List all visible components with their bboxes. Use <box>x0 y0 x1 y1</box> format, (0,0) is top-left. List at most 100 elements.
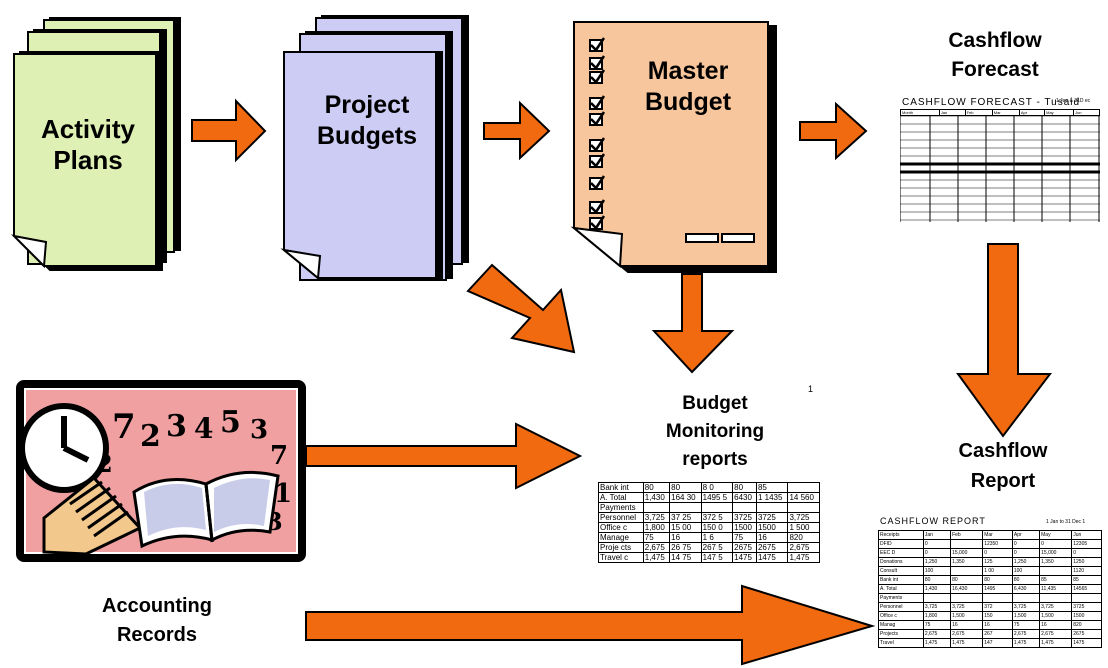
table-cell: 16 <box>950 620 984 630</box>
table-cell: 372 5 <box>700 512 734 523</box>
table-cell: Receipts <box>878 530 924 540</box>
table-cell: 3725 <box>1071 602 1102 612</box>
table-cell: 147 5 <box>700 552 734 563</box>
accounting-records-image: 7 2 3 4 5 3 7 1 3 2 <box>16 380 306 562</box>
forecast-header-cell: Mar <box>991 109 1020 116</box>
table-cell: 80 <box>950 575 984 585</box>
table-cell: 150 0 <box>700 522 734 533</box>
table-cell: Personnel <box>878 602 924 612</box>
table-cell: 820 <box>1071 620 1102 630</box>
table-cell: 1500 <box>732 522 757 533</box>
table-cell: 3,725 <box>642 512 671 523</box>
table-cell: Jan <box>922 530 952 540</box>
table-cell: 6430 <box>732 492 757 503</box>
table-cell: Apr <box>1011 530 1041 540</box>
table-cell: 100 <box>922 566 952 576</box>
table-cell: 80 <box>732 482 757 493</box>
table-cell: 1,475 <box>1039 638 1073 648</box>
forecast-sheet-title: CASHFLOW FORECAST - Tusaid <box>902 97 1081 108</box>
monitoring-page-mark: 1 <box>808 384 814 394</box>
table-cell: 1,475 <box>922 638 952 648</box>
budget-monitoring-label-line2: Monitoring <box>665 421 765 442</box>
table-cell: 1,475 <box>787 552 820 563</box>
table-cell: 3725 <box>755 512 789 523</box>
report-sheet-title: CASHFLOW REPORT <box>880 516 986 526</box>
forecast-header-row: Month Jan Feb Mar Apr May Jun <box>900 109 1100 116</box>
svg-text:1: 1 <box>274 479 292 509</box>
table-cell: 3725 <box>732 512 757 523</box>
table-cell <box>787 482 820 493</box>
table-cell: 1,500 <box>1011 611 1041 621</box>
accounting-records-label-line2: Records <box>116 624 198 646</box>
table-cell: 11,435 <box>1039 584 1073 594</box>
table-cell: 1,500 <box>950 611 984 621</box>
master-budget-label-line2: Budget <box>644 88 732 116</box>
table-cell: 0 <box>1071 548 1102 558</box>
budget-monitoring-label-line3: reports <box>682 449 748 470</box>
table-cell: 75 <box>922 620 952 630</box>
table-cell: 85 <box>1071 575 1102 585</box>
table-cell <box>642 502 671 513</box>
table-cell: Office c <box>878 611 924 621</box>
table-cell <box>732 502 757 513</box>
table-cell: EEC D <box>878 548 924 558</box>
table-cell <box>755 502 789 513</box>
cashflow-report-label-line2: Report <box>970 470 1036 492</box>
table-cell: 14 75 <box>669 552 702 563</box>
table-cell: 26 75 <box>669 542 702 553</box>
table-cell: 16 <box>755 532 789 543</box>
forecast-header-cell: Jun <box>1073 109 1100 116</box>
arrow-master-to-monitoring <box>651 273 735 374</box>
forecast-sheet-period: 1 Jan & 31D ec <box>1056 98 1091 104</box>
table-cell <box>1039 593 1073 603</box>
forecast-header-cell: Jan <box>938 109 966 116</box>
table-cell: 2,675 <box>1039 629 1073 639</box>
table-cell: 2,675 <box>642 542 671 553</box>
table-cell: 1,350 <box>950 557 984 567</box>
svg-text:3: 3 <box>166 409 187 444</box>
budget-monitoring-label-line1: Budget <box>682 393 748 414</box>
table-cell: 16 <box>669 532 702 543</box>
table-cell: 0 <box>1011 548 1041 558</box>
table-cell: 2675 <box>732 542 757 553</box>
table-cell <box>700 502 734 513</box>
table-cell: 1,250 <box>1011 557 1041 567</box>
table-cell: 164 30 <box>669 492 702 503</box>
table-cell: Payments <box>878 593 924 603</box>
table-cell: 80 <box>642 482 671 493</box>
table-cell: A. Total <box>878 584 924 594</box>
table-cell: 3,725 <box>950 602 984 612</box>
monitoring-row: Payments <box>598 502 820 513</box>
table-cell <box>982 593 1013 603</box>
checkmark-icon <box>590 37 606 52</box>
arrow-records-to-monitoring <box>305 422 583 490</box>
table-cell: 2,675 <box>787 542 820 553</box>
table-cell: Travel <box>878 638 924 648</box>
table-cell <box>1039 566 1073 576</box>
table-cell <box>950 539 984 549</box>
checkmark-icon <box>590 175 606 190</box>
arrow-project-to-master <box>483 100 551 161</box>
table-cell: 1,800 <box>642 522 671 533</box>
clock-icon <box>19 403 109 493</box>
table-cell: Feb <box>950 530 984 540</box>
table-cell: 820 <box>787 532 820 543</box>
table-cell: Payments <box>598 502 644 513</box>
forecast-sheet-grid <box>900 115 1100 222</box>
table-cell: 16 <box>982 620 1013 630</box>
table-cell: 1,250 <box>922 557 952 567</box>
table-cell: 80 <box>922 575 952 585</box>
table-cell: 0 <box>922 539 952 549</box>
table-cell: 75 <box>642 532 671 543</box>
table-cell <box>922 593 952 603</box>
